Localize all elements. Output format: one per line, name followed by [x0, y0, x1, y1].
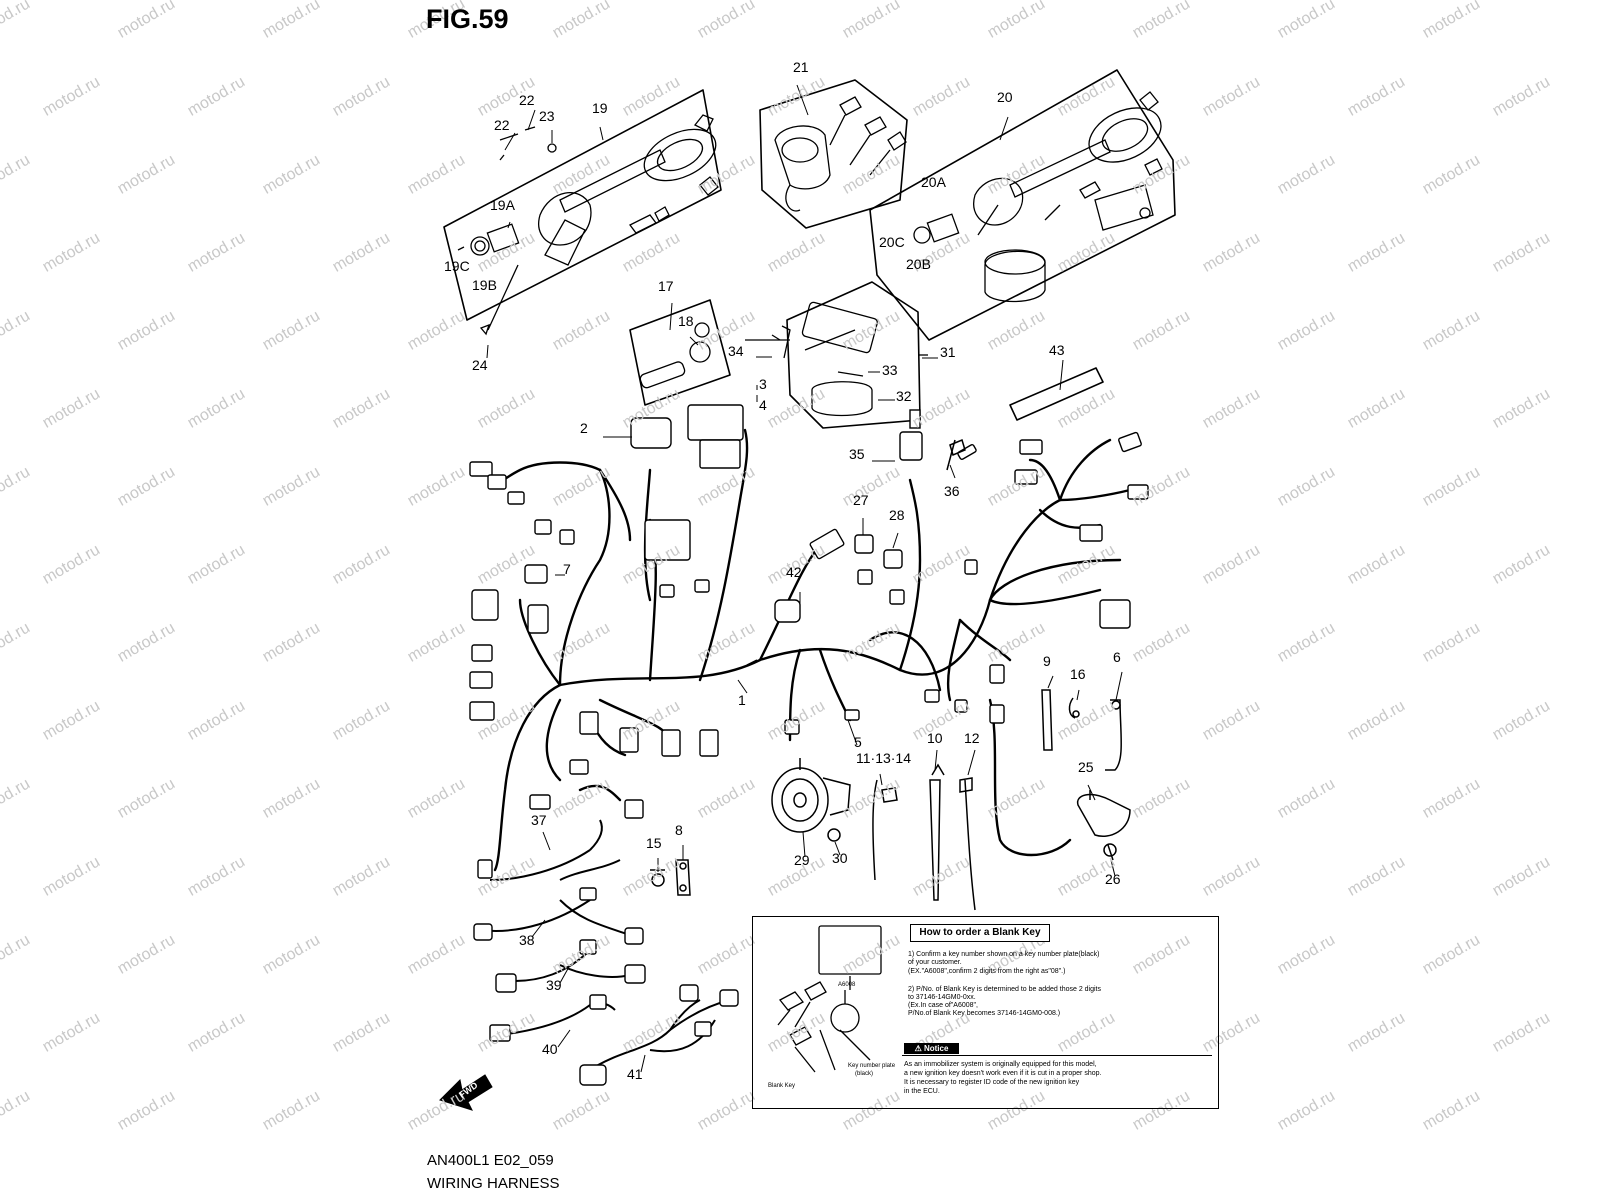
part-label-p37: 37: [531, 812, 547, 828]
notice-line: As an immobilizer system is originally e…: [904, 1061, 1097, 1068]
horn-29: [771, 767, 829, 833]
part-label-p6: 6: [1113, 649, 1121, 665]
notice-rule: [902, 1043, 1212, 1056]
blank-key-info-box: [752, 916, 1219, 1109]
panel-20-outline: [869, 69, 1176, 341]
footer-name: WIRING HARNESS: [427, 1175, 560, 1192]
part-label-p22a: 22: [519, 92, 535, 108]
part-label-p41: 41: [627, 1066, 643, 1082]
blank-key-title: How to order a Blank Key: [910, 924, 1050, 942]
part-label-p21: 21: [793, 59, 809, 75]
part-label-p15: 15: [646, 835, 662, 851]
part-label-p17: 17: [658, 278, 674, 294]
blank-key-step-line: of your customer.: [908, 959, 962, 966]
part-label-p1: 1: [738, 692, 746, 708]
part-label-p38: 38: [519, 932, 535, 948]
notice-line: a new ignition key doesn't work even if …: [904, 1070, 1102, 1077]
part-label-p40: 40: [542, 1041, 558, 1057]
part-label-p23: 23: [539, 108, 555, 124]
notice-badge: ⚠ Notice: [904, 1043, 959, 1054]
key-plate-label-1: Key number plate: [848, 1063, 896, 1069]
part-label-p16: 16: [1070, 666, 1086, 682]
part-label-p19C: 19C: [444, 258, 470, 274]
part-43-strip: [1009, 367, 1104, 421]
notice-line: in the ECU.: [904, 1088, 940, 1095]
part-label-p30: 30: [832, 850, 848, 866]
part-label-p32: 32: [896, 388, 912, 404]
part-label-p19A: 19A: [490, 197, 515, 213]
part-label-p18: 18: [678, 313, 694, 329]
part-label-p33: 33: [882, 362, 898, 378]
part-label-p19B: 19B: [472, 277, 497, 293]
blank-key-step-line: P/No.of Blank Key becomes 37146-14GM0-00…: [908, 1010, 1061, 1017]
part-label-p11: 11·13·14: [856, 750, 912, 766]
harness-main-trunk: [558, 498, 1062, 687]
key-plate-label-2: (black): [855, 1071, 874, 1077]
part-label-p4: 4: [759, 397, 767, 413]
panel-19-outline: [443, 89, 722, 321]
part-label-p28: 28: [889, 507, 905, 523]
blank-key-step-line: 1) Confirm a key number shown on a key n…: [908, 951, 1100, 958]
part-label-p24: 24: [472, 357, 488, 373]
part-label-p20C: 20C: [879, 234, 905, 250]
key-plate-number: A6008: [838, 982, 856, 988]
part-label-p12: 12: [964, 730, 980, 746]
part-label-p8: 8: [675, 822, 683, 838]
part-label-p31: 31: [940, 344, 956, 360]
panel-21-outline: [759, 79, 908, 229]
part-label-p20B: 20B: [906, 256, 931, 272]
part-label-p2: 2: [580, 420, 588, 436]
part-label-p43: 43: [1049, 342, 1065, 358]
footer-code: AN400L1 E02_059: [427, 1152, 554, 1169]
part-label-p22b: 22: [494, 117, 510, 133]
part-label-p10: 10: [927, 730, 943, 746]
part-label-p3: 3: [759, 376, 767, 392]
blank-key-step-line: to 37146-14GM0-0xx.: [908, 994, 976, 1001]
part-label-p35: 35: [849, 446, 865, 462]
part-label-p34: 34: [728, 343, 744, 359]
part-label-p39: 39: [546, 977, 562, 993]
part-label-p27: 27: [853, 492, 869, 508]
part-label-p5: 5: [854, 734, 862, 750]
fwd-arrow: [439, 1074, 493, 1111]
part-label-p7: 7: [563, 561, 571, 577]
notice-line: It is necessary to register ID code of t…: [904, 1079, 1080, 1086]
blank-key-step-line: (Ex.In case of"A6008",: [908, 1002, 978, 1009]
part-label-p9: 9: [1043, 653, 1051, 669]
part-label-p20A: 20A: [921, 174, 946, 190]
part-label-p36: 36: [944, 483, 960, 499]
figure-title: FIG.59: [426, 4, 509, 34]
part-label-p20: 20: [997, 89, 1013, 105]
blank-key-step-line: (EX."A6008",confirm 2 digits from the ri…: [908, 968, 1066, 975]
part-label-p29: 29: [794, 852, 810, 868]
part-label-p26: 26: [1105, 871, 1121, 887]
part-label-p42: 42: [786, 564, 802, 580]
blank-key-step-line: 2) P/No. of Blank Key is determined to b…: [908, 986, 1102, 993]
blank-key-label: Blank Key: [768, 1083, 796, 1089]
part-label-p19: 19: [592, 100, 608, 116]
part-label-p25: 25: [1078, 759, 1094, 775]
